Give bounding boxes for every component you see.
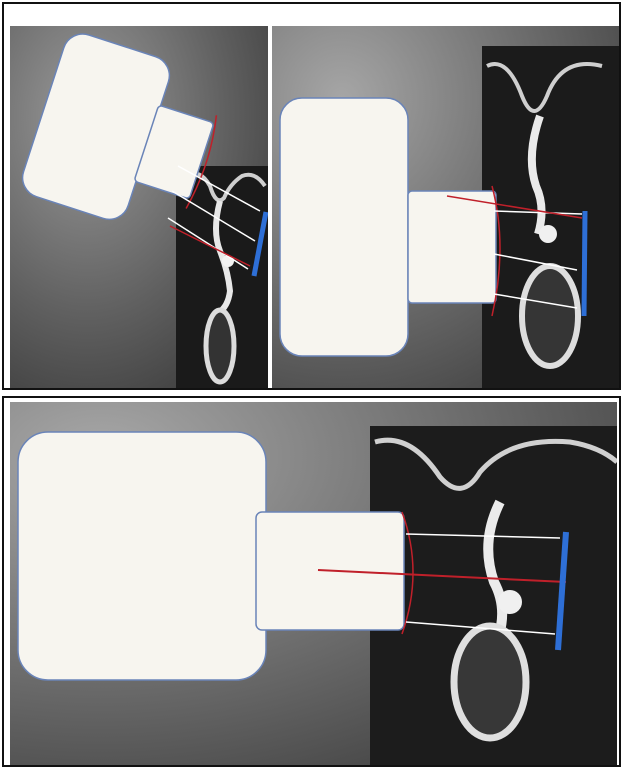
ct-scan-image — [482, 46, 621, 390]
xray-source-housing — [18, 432, 266, 680]
detector-plate — [584, 211, 585, 316]
ct-scan-image — [176, 166, 268, 390]
xray-collimator-tube — [408, 191, 496, 303]
bottom-figure-frame — [2, 396, 621, 767]
top-figure-frame — [2, 2, 621, 390]
panel-parallel-cone — [272, 26, 621, 390]
xray-source-housing — [280, 98, 408, 356]
panel-tilted-cone — [10, 26, 268, 390]
panel-parallel-with-axis — [10, 402, 617, 765]
panel-bottom-svg — [10, 402, 617, 765]
ct-scan-image — [370, 426, 617, 765]
panel-tilted-svg — [10, 26, 268, 390]
panel-parallel-svg — [272, 26, 621, 390]
